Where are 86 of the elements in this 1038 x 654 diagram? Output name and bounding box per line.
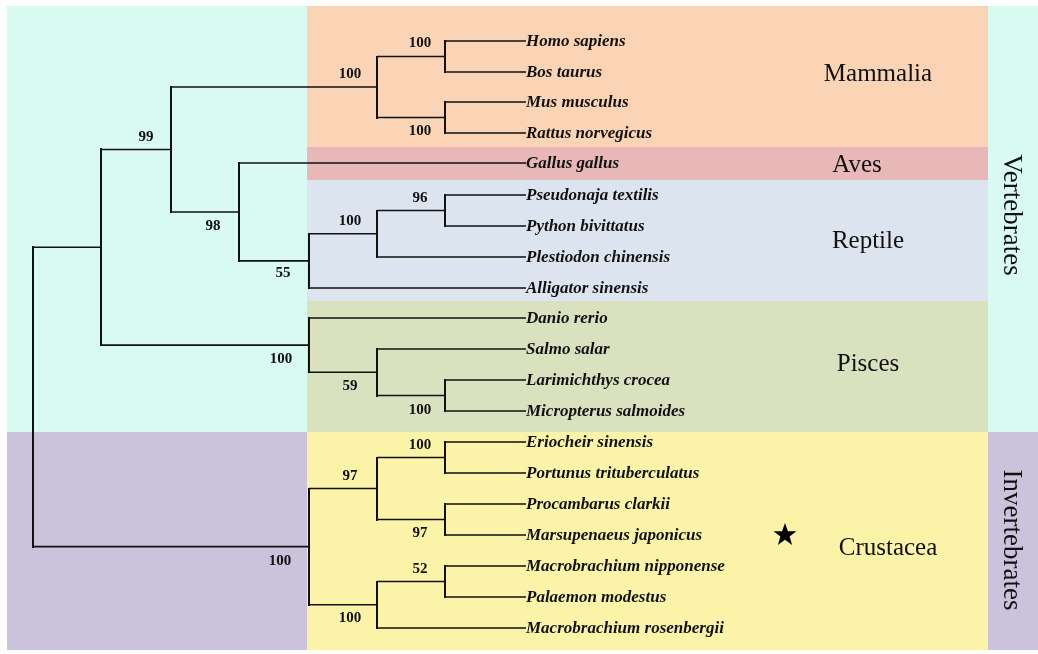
species-name: Eriocheir sinensis — [526, 431, 654, 453]
species-name: Rattus norvegicus — [526, 122, 653, 144]
group-label: Invertebrates — [998, 469, 1028, 611]
species-name: Mus musculus — [526, 91, 629, 113]
bootstrap-value: 100 — [338, 212, 362, 228]
species-name: Python bivittatus — [526, 215, 645, 237]
species-name: Danio rerio — [526, 307, 608, 329]
clade-band — [307, 6, 988, 147]
tree-branch — [238, 260, 309, 262]
tree-branch — [444, 534, 527, 536]
tree-branch — [308, 317, 527, 319]
species-name: Homo sapiens — [526, 30, 626, 52]
clade-label: Reptile — [831, 226, 905, 254]
tree-branch — [32, 246, 101, 249]
tree-branch — [376, 209, 445, 212]
tree-branch — [308, 603, 377, 606]
bootstrap-value: 100 — [408, 401, 432, 417]
tree-branch — [444, 596, 527, 598]
tree-branch — [444, 472, 527, 474]
tree-branch — [32, 545, 309, 548]
tree-branch — [376, 55, 445, 58]
species-name: Salmo salar — [526, 338, 610, 360]
clade-label: Crustacea — [838, 533, 938, 561]
tree-branch — [376, 394, 445, 397]
tree-branch — [444, 225, 527, 227]
species-name: Macrobrachium rosenbergii — [526, 617, 724, 639]
bootstrap-value: 100 — [408, 34, 432, 50]
bootstrap-value: 52 — [412, 560, 428, 576]
tree-branch — [444, 379, 527, 381]
species-name: Portunus trituberculatus — [526, 462, 700, 484]
species-name: Alligator sinensis — [526, 277, 649, 299]
species-name: Pseudonaja textilis — [526, 184, 659, 206]
bootstrap-value: 100 — [269, 350, 293, 366]
tree-branch — [100, 148, 171, 151]
species-name: Bos taurus — [526, 61, 603, 83]
bootstrap-value: 59 — [342, 377, 358, 393]
tree-branch — [444, 71, 527, 73]
clade-label: Aves — [832, 150, 882, 178]
tree-branch — [170, 86, 377, 88]
tree-branch — [444, 101, 527, 103]
tree-branch — [100, 344, 309, 346]
bootstrap-value: 100 — [268, 552, 292, 568]
tree-branch — [308, 287, 527, 289]
species-name: Gallus gallus — [526, 152, 620, 174]
tree-branch — [238, 162, 527, 164]
clade-band — [307, 147, 988, 180]
tree-branch — [170, 211, 239, 213]
bootstrap-value: 98 — [205, 217, 221, 233]
tree-branch — [308, 232, 377, 235]
tree-branch — [444, 132, 527, 134]
species-name: Macrobrachium nipponense — [526, 555, 725, 577]
tree-branch — [444, 410, 527, 412]
bootstrap-value: 100 — [338, 609, 362, 625]
clade-label: Pisces — [836, 349, 900, 377]
bootstrap-value: 100 — [408, 436, 432, 452]
bootstrap-value: 96 — [412, 189, 428, 205]
species-name: Palaemon modestus — [526, 586, 667, 608]
tree-branch — [308, 371, 377, 374]
tree-branch — [376, 348, 527, 350]
tree-branch — [376, 627, 527, 629]
clade-label: Mammalia — [823, 59, 933, 87]
tree-branch — [376, 580, 445, 583]
tree-branch — [444, 565, 527, 567]
tree-branch — [376, 456, 445, 459]
clade-region — [7, 6, 1038, 432]
species-name: Procambarus clarkii — [526, 493, 671, 515]
species-name: Larimichthys crocea — [526, 369, 670, 391]
tree-branch — [376, 518, 445, 521]
bootstrap-value: 55 — [275, 264, 291, 280]
bootstrap-value: 100 — [408, 122, 432, 138]
tree-branch — [308, 487, 377, 490]
tree-branch — [376, 256, 527, 258]
bootstrap-value: 97 — [412, 524, 428, 540]
tree-branch — [376, 116, 445, 119]
clade-region — [7, 432, 1038, 650]
bootstrap-value: 99 — [138, 128, 154, 144]
tree-branch — [444, 441, 527, 443]
bootstrap-value: 100 — [338, 65, 362, 81]
group-label: Vertebrates — [998, 154, 1028, 276]
species-name: Plestiodon chinensis — [526, 246, 671, 268]
species-name: Marsupenaeus japonicus — [526, 524, 703, 546]
bootstrap-value: 97 — [342, 467, 358, 483]
tree-branch — [444, 503, 527, 505]
tree-branch — [444, 40, 527, 42]
species-name: Micropterus salmoides — [526, 400, 686, 422]
tree-branch — [444, 194, 527, 196]
